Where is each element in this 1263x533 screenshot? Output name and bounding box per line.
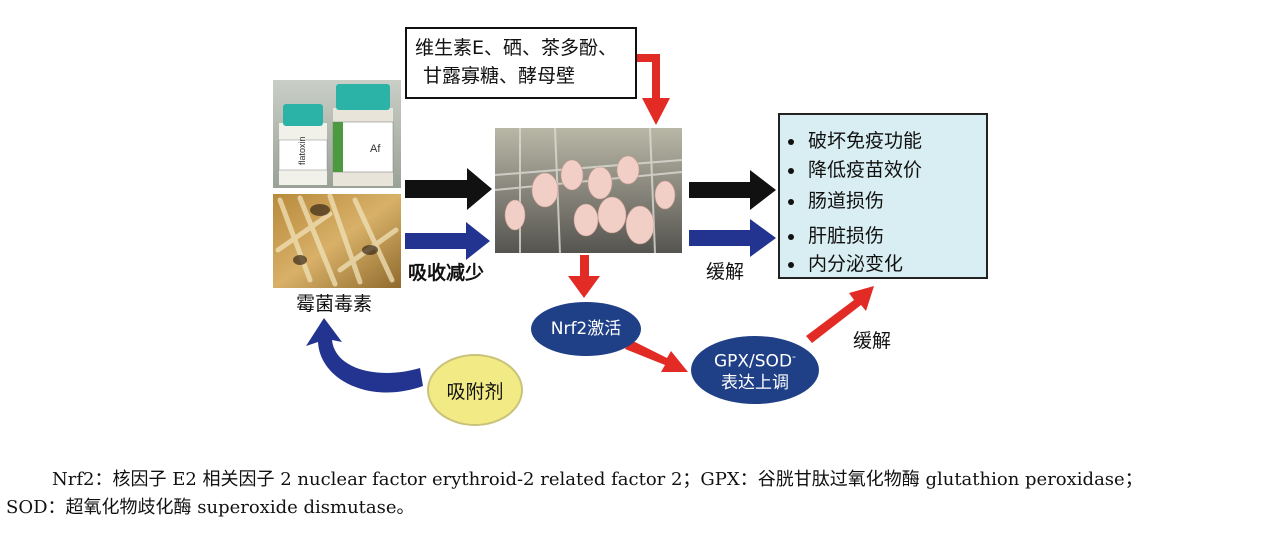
moldy-corn-photo [273,193,401,288]
effect-text: 内分泌变化 [808,253,904,275]
effect-text: 肠道损伤 [808,190,885,212]
effect-item: 降低疫苗效价 [788,155,922,182]
gpx-label-line1: GPX/SOD [713,351,793,372]
bullet-icon [788,167,794,174]
bullet-icon [788,198,794,205]
gpx-label-line2: 表达上调 [720,373,789,394]
blue-arrow-left [405,222,490,260]
red-arrow-nrf2-to-gpx [625,340,688,372]
black-arrow-right [689,170,776,210]
effect-text: 破坏免疫功能 [808,130,923,152]
effect-item: 肝脏损伤 [788,221,884,248]
blue-arrow-right [689,219,776,257]
toxin-bottles-photo: flatoxin Af [273,80,401,188]
mycotoxin-label: 霉菌毒素 [296,293,373,315]
effect-item: 内分泌变化 [788,249,903,276]
bottle-label-2: Af [370,143,381,155]
effect-item: 肠道损伤 [788,186,884,213]
gpx-sod-node: GPX/SOD- 表达上调 [691,336,819,404]
relieve-label-lower: 缓解 [853,330,892,352]
caption-line-2: SOD：超氧化物歧化酶 superoxide dismutase。 [6,497,415,518]
effect-item: 破坏免疫功能 [788,126,922,153]
nrf2-activation-node: Nrf2激活 [531,302,641,356]
gpx-label-sup: - [792,349,797,363]
nutrients-line-2: 甘露寡糖、酵母壁 [423,65,576,87]
red-arrow-nutrients-to-barn [633,54,670,125]
black-arrow-left [405,168,492,210]
effects-box: 破坏免疫功能 降低疫苗效价 肠道损伤 肝脏损伤 内分泌变化 [778,113,988,279]
absorption-label: 吸收减少 [408,262,485,284]
effect-text: 肝脏损伤 [808,225,885,247]
red-arrow-barn-to-nrf2 [568,255,600,298]
relieve-label-right: 缓解 [706,261,745,283]
figure-caption: Nrf2：核因子 E2 相关因子 2 nuclear factor erythr… [0,466,1263,522]
adsorbent-label: 吸附剂 [446,380,504,403]
nutrients-line-1: 维生素E、硒、茶多酚、 [415,37,618,59]
adsorbent-node: 吸附剂 [427,354,523,426]
bottle-label-1: flatoxin [297,136,307,165]
nrf2-label: Nrf2激活 [550,319,622,339]
bullet-icon [788,261,794,268]
diagram-graphics: flatoxin Af [273,54,874,393]
effect-text: 降低疫苗效价 [808,159,923,181]
caption-line-1: Nrf2：核因子 E2 相关因子 2 nuclear factor erythr… [52,469,1143,490]
bullet-icon [788,233,794,240]
blue-curved-arrow [306,318,423,393]
nutrients-box: 维生素E、硒、茶多酚、 甘露寡糖、酵母壁 [405,27,637,99]
bullet-icon [788,138,794,145]
red-arrow-gpx-to-effects [806,286,874,343]
pig-barn-photo [494,127,683,254]
